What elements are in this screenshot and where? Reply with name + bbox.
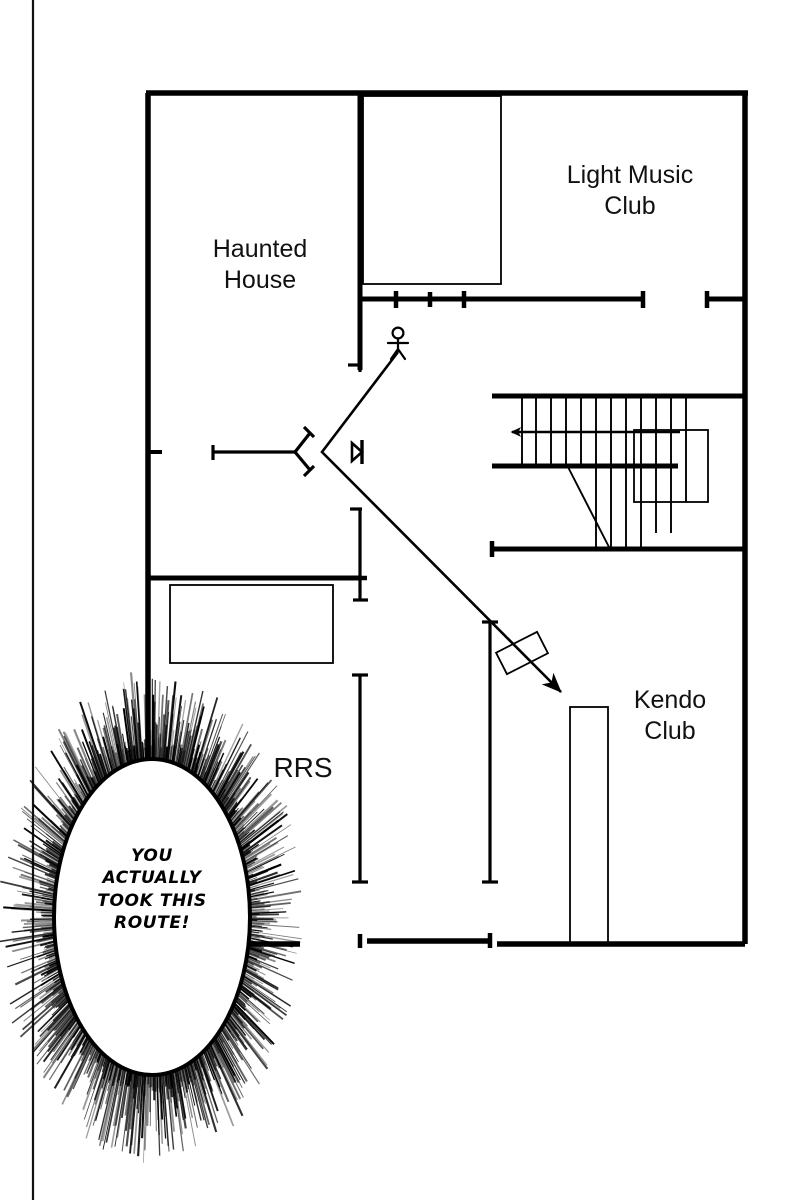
route-path-arrow <box>322 352 561 692</box>
stick-figure-person <box>388 328 408 359</box>
room-label-haunted-house: Haunted House <box>185 234 335 295</box>
room-label-rrs: RRS <box>248 751 358 785</box>
route-midpoint-marker <box>352 440 362 464</box>
door-end-caps <box>353 291 707 948</box>
staircase <box>522 397 686 549</box>
partition-bars <box>213 352 498 882</box>
speech-bubble-text: YOU ACTUALLY TOOK THIS ROUTE! <box>62 845 242 935</box>
room-label-kendo-club: Kendo Club <box>600 685 740 746</box>
furniture <box>170 96 708 944</box>
furniture-rect-top <box>363 96 501 284</box>
room-label-light-music-club: Light Music Club <box>540 160 720 221</box>
furniture-rect-bottom-left <box>170 585 333 663</box>
